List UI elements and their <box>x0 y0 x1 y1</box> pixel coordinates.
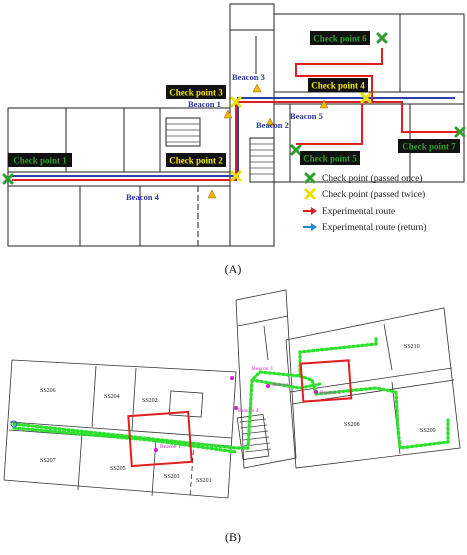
beacon-4-label: Beacon 4 <box>126 192 160 202</box>
legend-label-2: Check point (passed twice) <box>322 189 425 200</box>
panel-b-label: (B) <box>225 530 241 544</box>
room-ss202: SS202 <box>142 398 158 404</box>
room-ss207: SS207 <box>40 458 56 464</box>
room-ss204: SS204 <box>104 394 120 400</box>
floor-plan-b <box>3 289 461 499</box>
beacon-2-label: Beacon 2 <box>256 120 289 130</box>
return-route <box>12 97 455 177</box>
legend-label-1: Check point (passed once) <box>322 173 423 184</box>
beacon-b-2: Beacon 2 <box>272 382 293 388</box>
cp6-label: Check point 6 <box>313 34 367 44</box>
beacon-b-4: Beacon 4 <box>238 408 259 414</box>
trail-b <box>12 334 450 454</box>
room-ss210: SS210 <box>404 344 420 350</box>
beacon-5-label: Beacon 5 <box>290 111 323 121</box>
start-point-b <box>10 420 18 428</box>
highlight-boxes-b <box>127 359 353 468</box>
beacon-3-label: Beacon 3 <box>232 72 265 82</box>
cp2-label: Check point 2 <box>169 156 223 166</box>
room-ss209: SS209 <box>420 428 436 434</box>
beacon-1-label: Beacon 1 <box>188 99 221 109</box>
legend-blue-arrow-icon <box>303 223 317 231</box>
room-ss205: SS205 <box>110 466 126 472</box>
room-ss206: SS206 <box>40 388 56 394</box>
panel-a-label: (A) <box>225 262 242 276</box>
cp5-label: Check point 5 <box>303 154 357 164</box>
cp4-label: Check point 4 <box>311 81 365 91</box>
legend-label-3: Experimental route <box>322 207 395 217</box>
room-ss208: SS208 <box>344 422 360 428</box>
cp3-label: Check point 3 <box>169 88 223 98</box>
beacon-labels-a: Beacon 1 Beacon 2 Beacon 3 Beacon 4 Beac… <box>126 72 323 202</box>
room-labels-b: SS206 SS204 SS202 SS207 SS205 SS203 SS20… <box>40 344 436 484</box>
beacon-b-1: Beacon 1 <box>160 444 181 450</box>
legend-yellow-x-icon <box>304 188 316 200</box>
beacon-markers-b <box>154 376 318 452</box>
beacon-markers-a <box>207 83 329 199</box>
stairs-a <box>166 123 274 175</box>
beacon-b-5: Beacon 5 <box>320 390 341 396</box>
legend-red-arrow-icon <box>303 207 317 215</box>
legend-a: Check point (passed once) Check point (p… <box>303 172 426 233</box>
cp7-label: Check point 7 <box>402 142 456 152</box>
beacon-labels-b: Beacon 1 Beacon 2 Beacon 3 Beacon 4 Beac… <box>160 366 341 450</box>
legend-green-x-icon <box>304 172 316 184</box>
checkpoint-markers-a <box>2 32 466 185</box>
legend-label-4: Experimental route (return) <box>322 222 426 233</box>
experimental-route <box>12 48 458 181</box>
room-ss201: SS201 <box>196 478 212 484</box>
room-ss203: SS203 <box>164 474 180 480</box>
checkpoint-labels-a: Check point 1 Check point 2 Check point … <box>8 31 460 167</box>
cp1-label: Check point 1 <box>13 156 67 166</box>
floor-plan-a <box>7 3 465 247</box>
beacon-b-3: Beacon 3 <box>252 366 273 372</box>
